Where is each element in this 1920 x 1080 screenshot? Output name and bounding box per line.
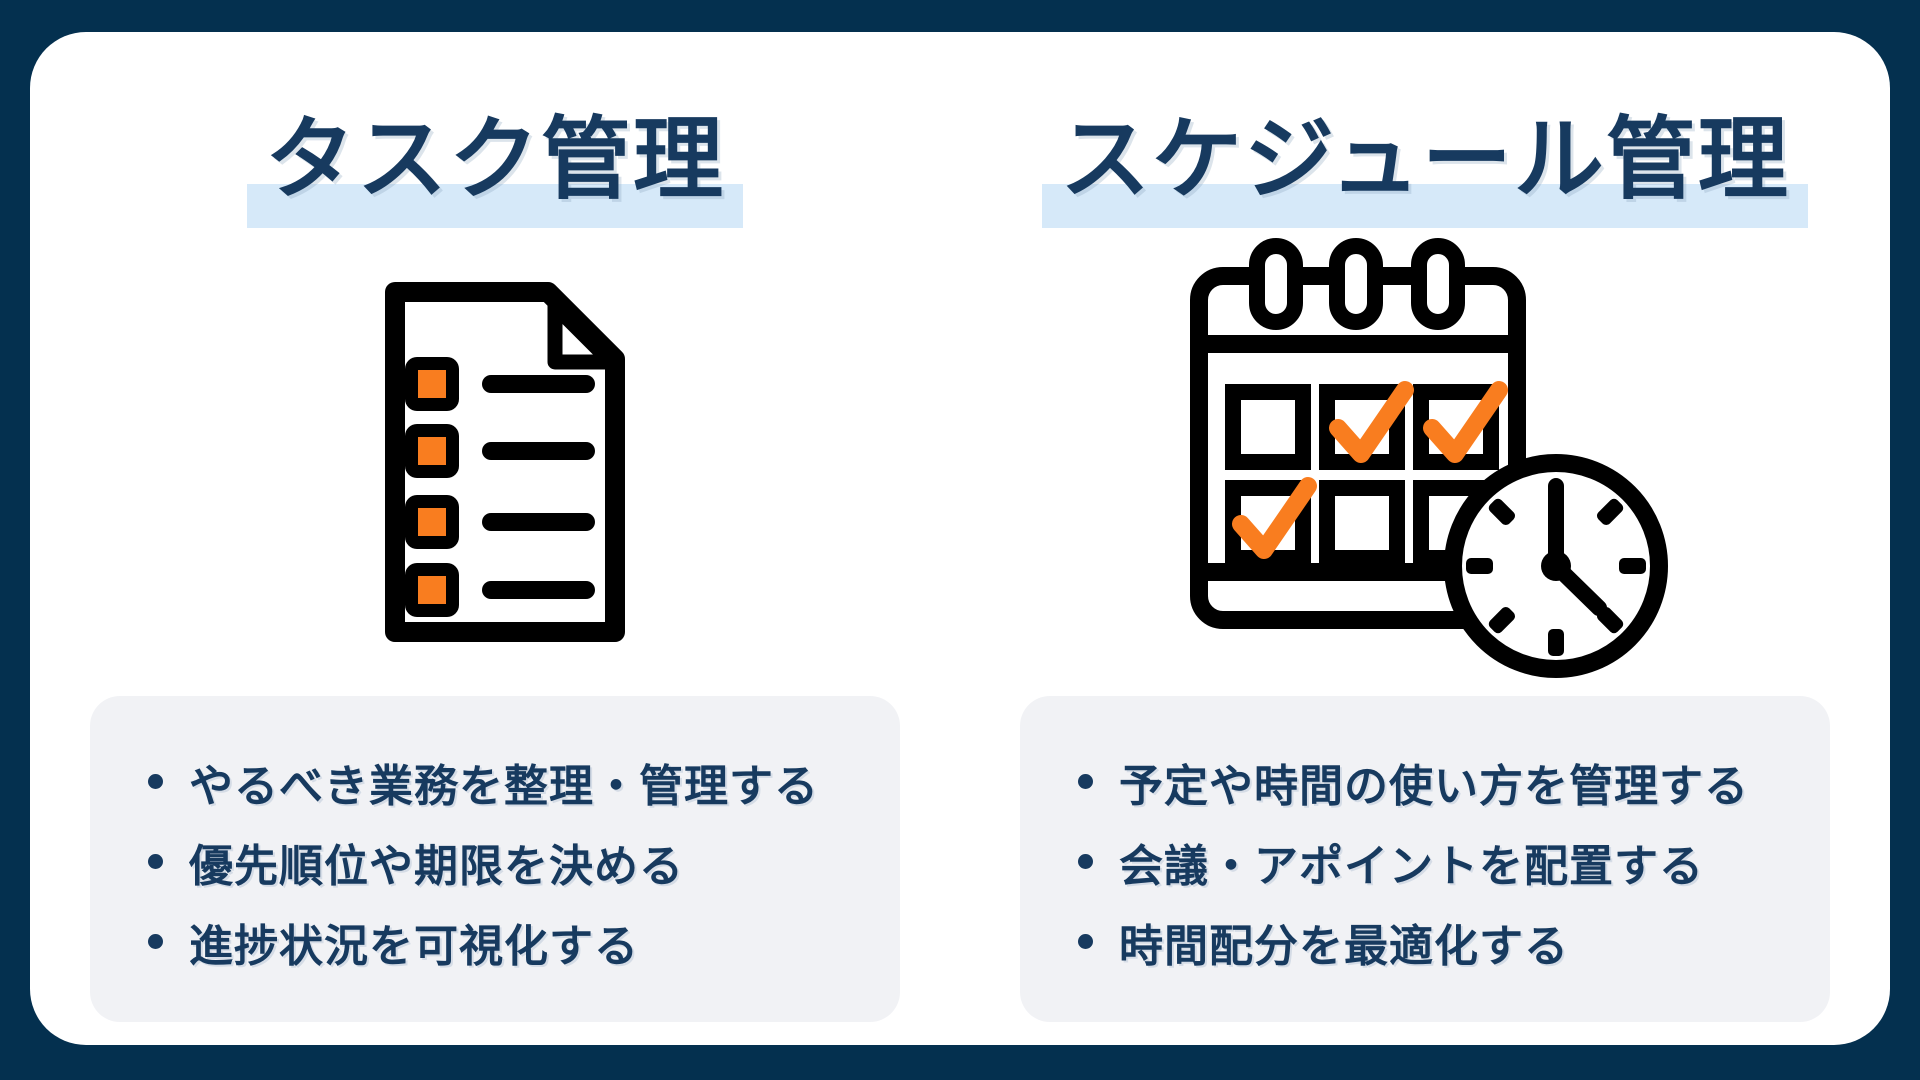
list-item: 優先順位や期限を決める: [148, 822, 870, 902]
list-item: やるべき業務を整理・管理する: [148, 742, 870, 822]
task-bullet-2: 優先順位や期限を決める: [189, 841, 684, 891]
list-item: 時間配分を最適化する: [1078, 902, 1800, 982]
column-task-management: タスク管理: [30, 32, 960, 1045]
bullet-dot-icon: [1078, 774, 1093, 790]
schedule-title-highlight: スケジュール管理: [1042, 86, 1808, 228]
bullet-dot-icon: [148, 934, 163, 950]
task-title-highlight: タスク管理: [247, 86, 743, 228]
main-card: タスク管理: [30, 32, 1890, 1045]
schedule-title: スケジュール管理: [1060, 110, 1790, 210]
bullet-dot-icon: [1078, 934, 1093, 950]
schedule-bullet-2: 会議・アポイントを配置する: [1119, 841, 1704, 891]
list-item: 進捗状況を可視化する: [148, 902, 870, 982]
schedule-bullet-1: 予定や時間の使い方を管理する: [1119, 761, 1749, 811]
task-title: タスク管理: [265, 110, 725, 210]
task-title-wrap: タスク管理: [247, 86, 743, 228]
schedule-bullet-3: 時間配分を最適化する: [1119, 921, 1569, 971]
task-info-box: やるべき業務を整理・管理する 優先順位や期限を決める 進捗状況を可視化する: [90, 695, 900, 1022]
schedule-title-wrap: スケジュール管理: [1042, 86, 1808, 228]
task-bullet-3: 進捗状況を可視化する: [189, 921, 639, 971]
schedule-info-box: 予定や時間の使い方を管理する 会議・アポイントを配置する 時間配分を最適化する: [1020, 695, 1830, 1022]
bullet-dot-icon: [1078, 854, 1093, 870]
list-item: 予定や時間の使い方を管理する: [1078, 742, 1800, 822]
schedule-icon-area: [1175, 228, 1675, 696]
bullet-dot-icon: [148, 854, 163, 870]
bullet-dot-icon: [148, 774, 163, 790]
column-schedule-management: スケジュール管理: [960, 32, 1890, 1045]
task-bullet-1: やるべき業務を整理・管理する: [189, 761, 819, 811]
calendar-with-clock-icon: [1190, 237, 1668, 678]
list-item: 会議・アポイントを配置する: [1078, 822, 1800, 902]
task-icon-area: [355, 228, 635, 696]
task-checklist-document-icon: [385, 281, 625, 642]
